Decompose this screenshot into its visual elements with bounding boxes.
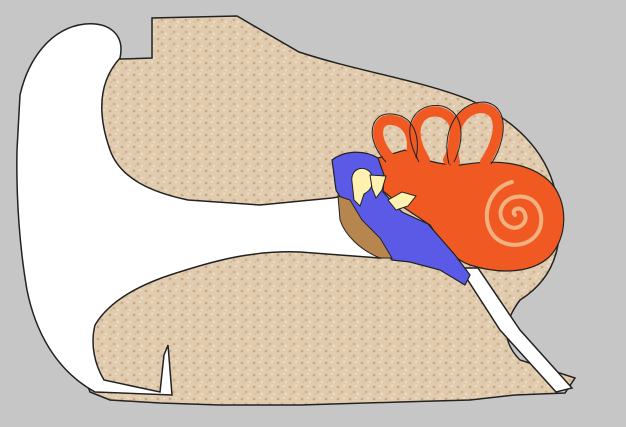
ear-diagram-svg xyxy=(0,0,626,427)
ear-diagram xyxy=(0,0,626,427)
